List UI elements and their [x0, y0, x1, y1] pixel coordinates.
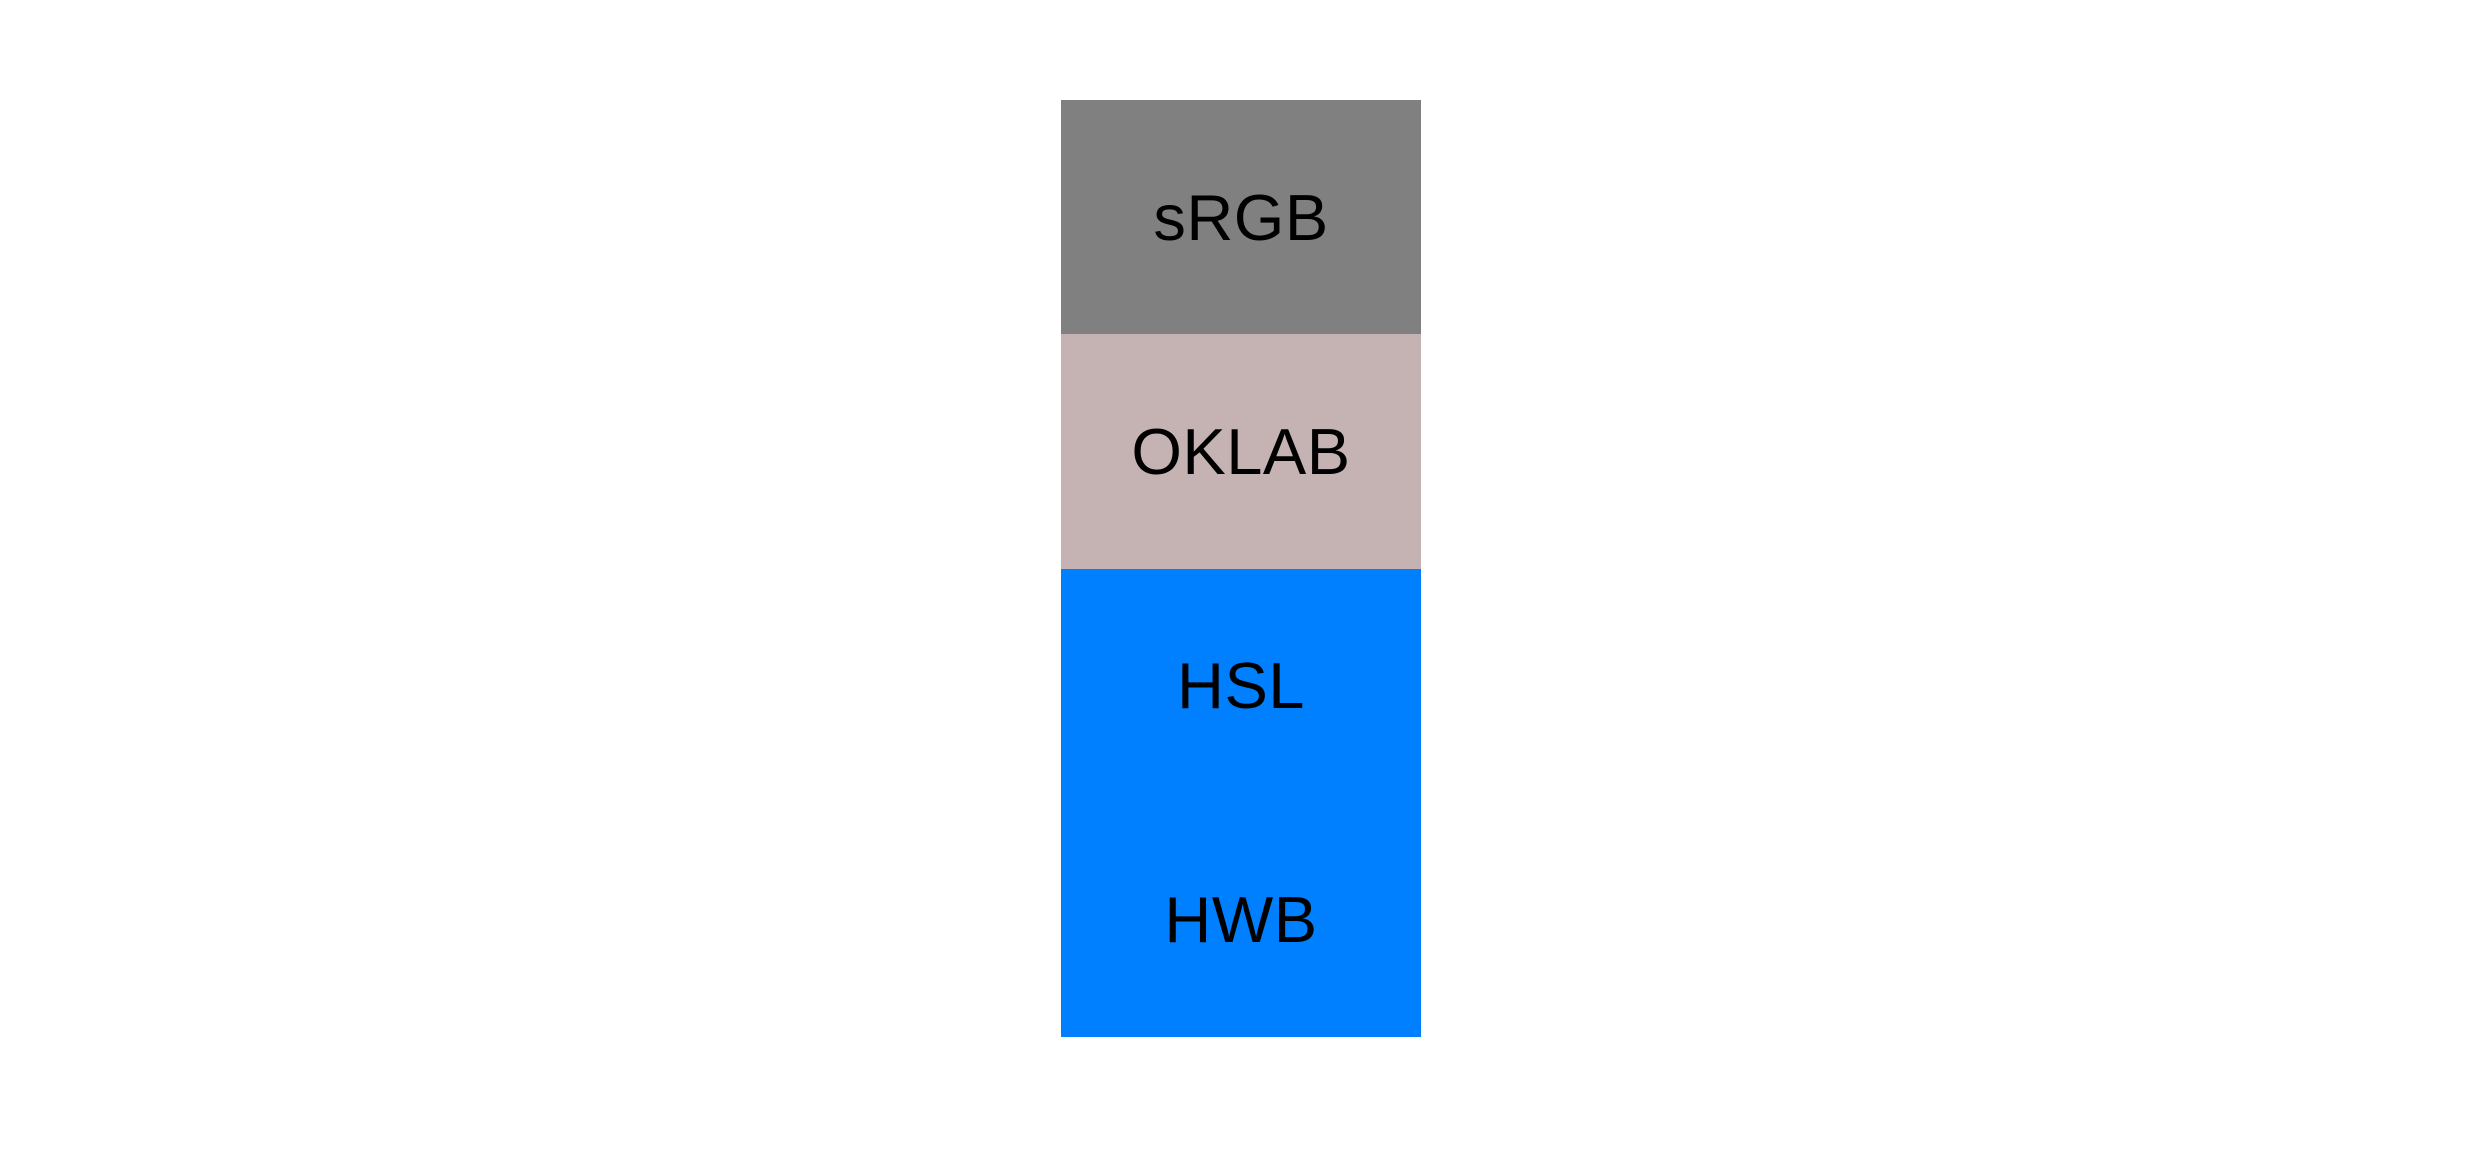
swatch-hwb-label: HWB	[1164, 883, 1318, 957]
swatch-oklab: OKLAB	[1061, 334, 1421, 569]
swatch-srgb-label: sRGB	[1153, 180, 1329, 254]
swatch-hwb: HWB	[1061, 802, 1421, 1037]
swatch-srgb: sRGB	[1061, 100, 1421, 335]
color-swatch-stack: sRGB OKLAB HSL HWB	[1061, 100, 1421, 1037]
swatch-hsl: HSL	[1061, 568, 1421, 803]
swatch-hsl-label: HSL	[1177, 649, 1305, 723]
swatch-oklab-label: OKLAB	[1131, 414, 1351, 488]
